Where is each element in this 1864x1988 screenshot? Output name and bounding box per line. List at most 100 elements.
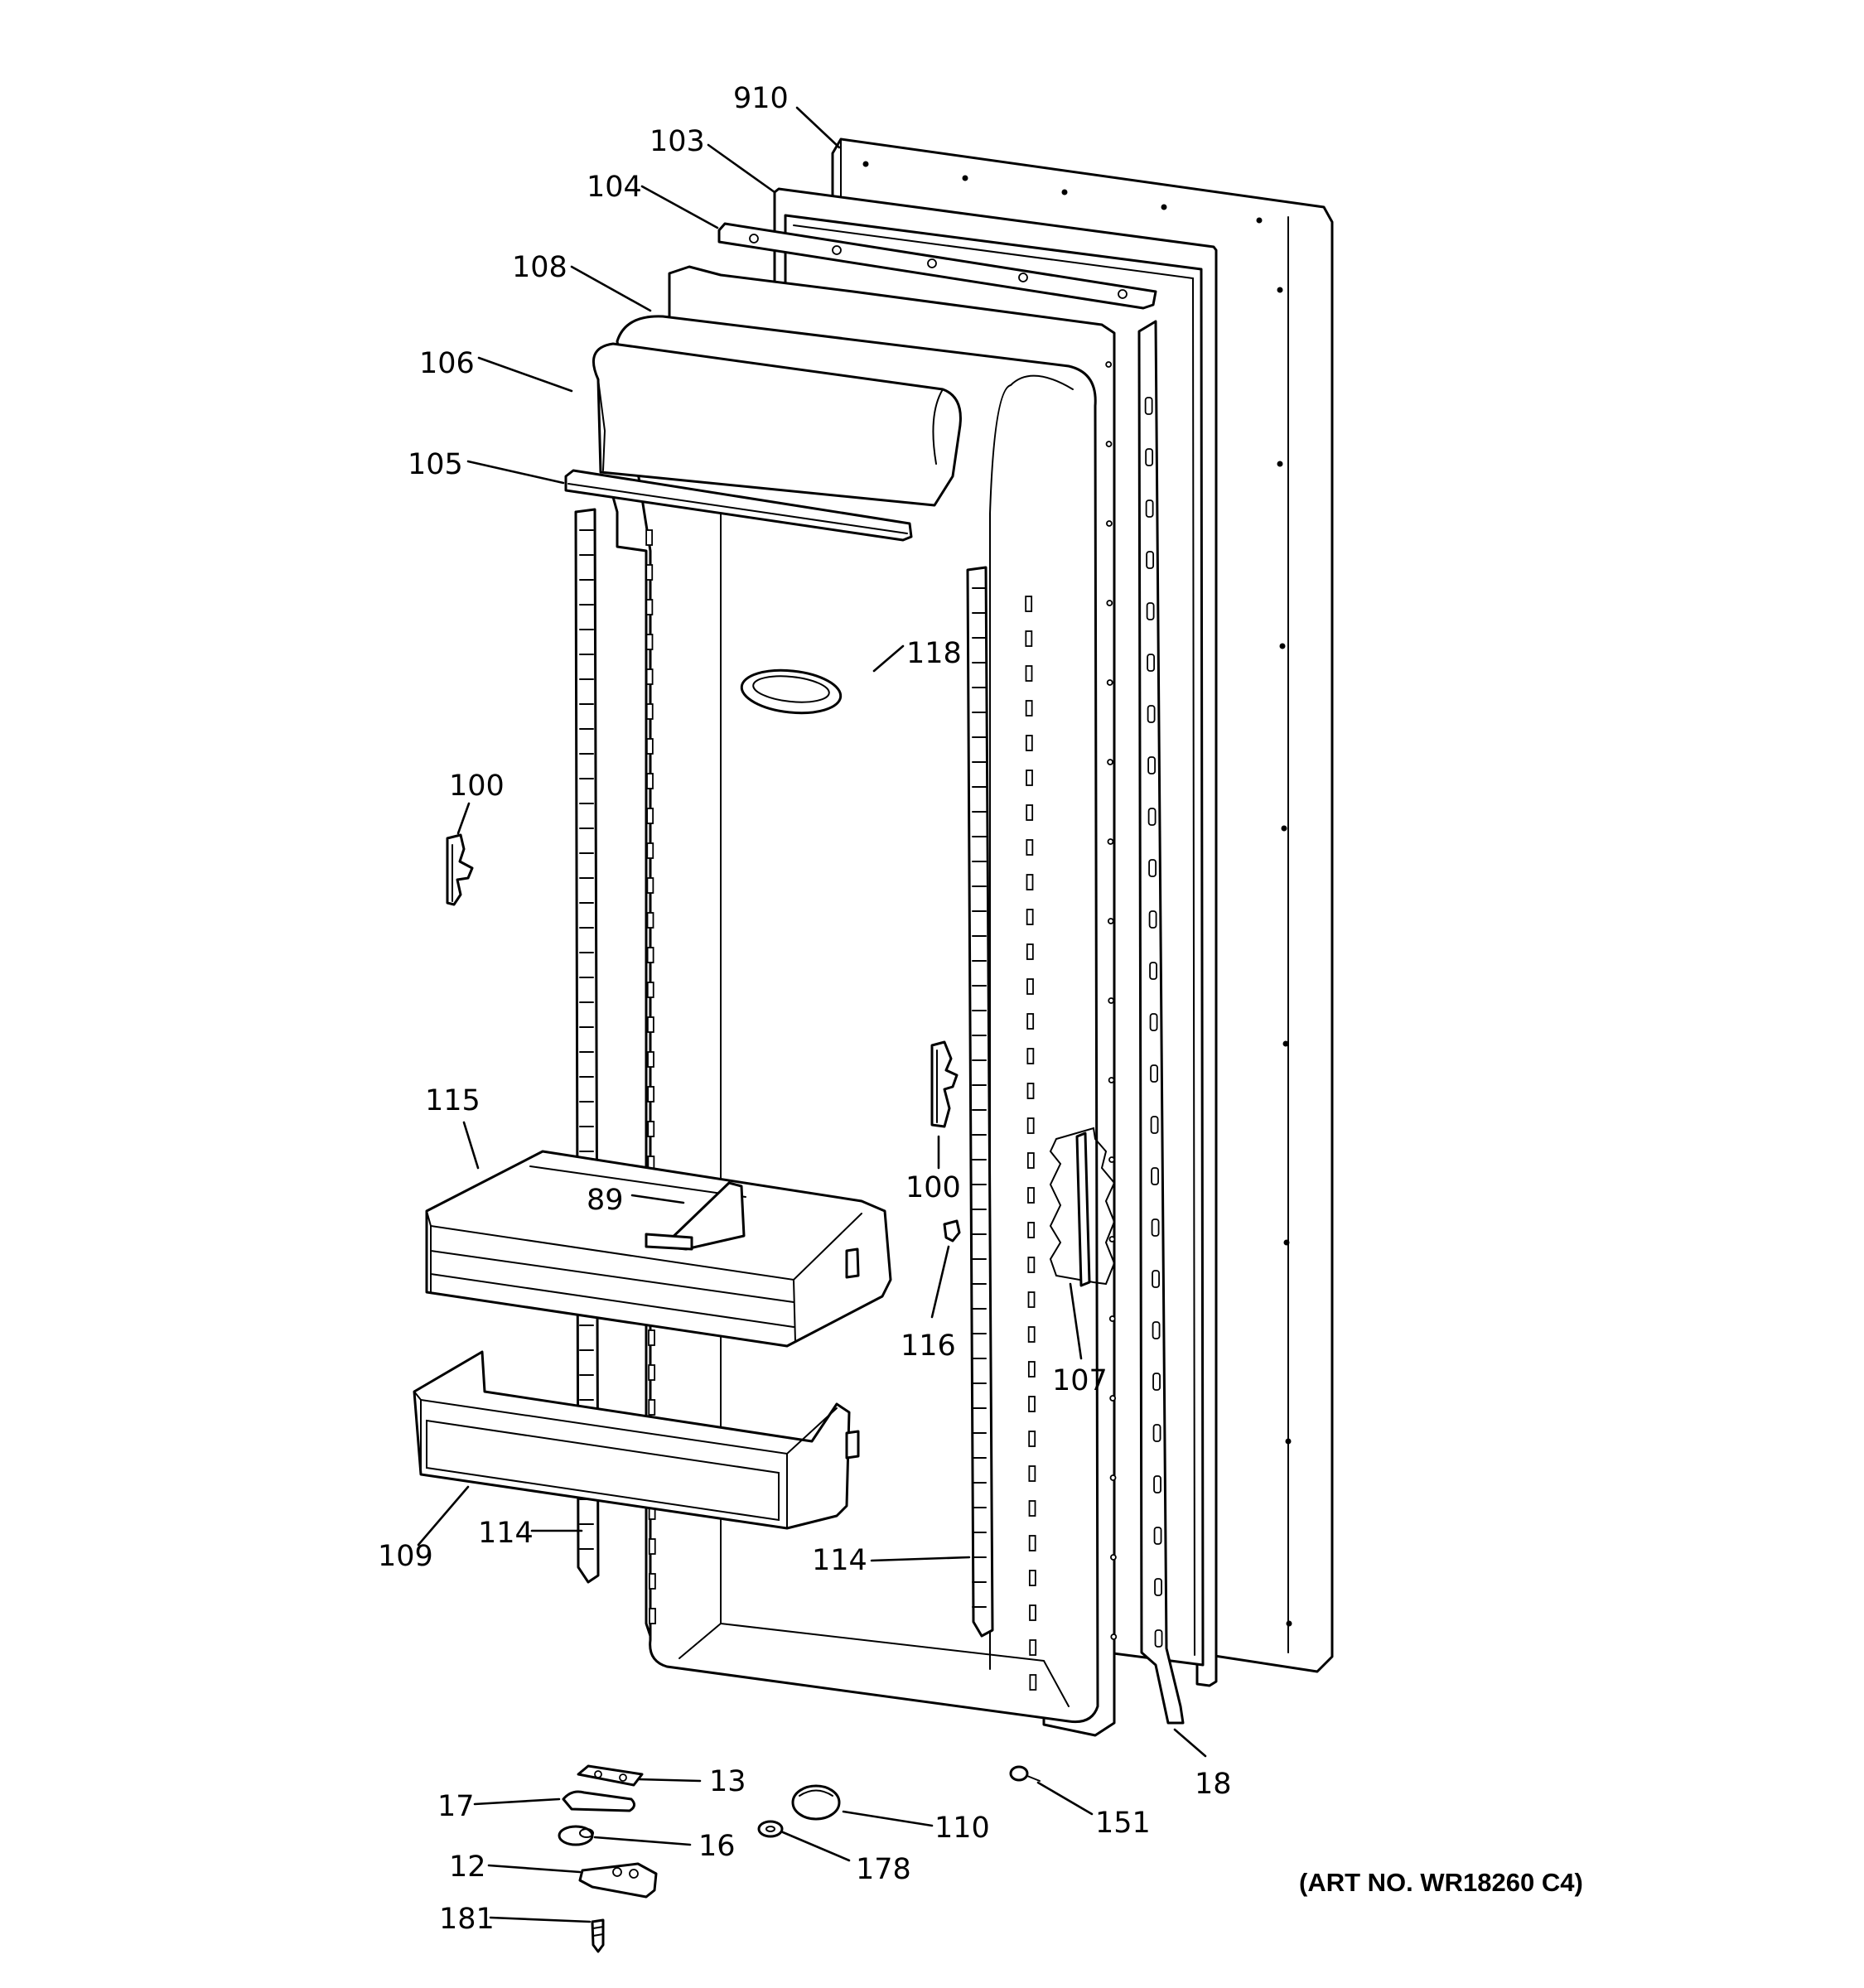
liner-slot: [1028, 1465, 1036, 1482]
shelf-clip-right: [930, 1040, 959, 1128]
label-110: 110: [934, 1812, 990, 1845]
liner-slot: [1025, 735, 1033, 751]
liner-slot: [1025, 700, 1033, 717]
strip-slot: [1152, 1424, 1161, 1442]
liner-slot: [1027, 1326, 1036, 1343]
strip-slot: [1152, 1270, 1160, 1288]
liner-slot: [1028, 1396, 1036, 1412]
outer-panel-screw-holes: [862, 161, 1292, 1627]
shelf-clip-left: [446, 833, 474, 906]
liner-slot: [647, 1086, 655, 1103]
hinge-shim-17: [562, 1790, 635, 1812]
small-clip: [943, 1219, 961, 1242]
label-106: 106: [419, 347, 475, 380]
label-178: 178: [856, 1853, 911, 1886]
label-114-left: 114: [478, 1517, 534, 1550]
label-104: 104: [587, 171, 642, 204]
strip-slot: [1153, 1475, 1161, 1493]
liner-slot: [1029, 1674, 1037, 1691]
screw-181: [591, 1918, 605, 1953]
liner-slot: [1026, 874, 1034, 890]
strip-slot: [1146, 551, 1155, 569]
liner-hole: [1107, 918, 1114, 924]
door-bin-upper: [425, 1150, 892, 1348]
strip-slot: [1149, 1013, 1158, 1031]
strip-slot: [1148, 910, 1157, 929]
liner-slot: [1027, 1291, 1036, 1308]
hinge-bushing-16: [558, 1825, 594, 1846]
liner-hole: [1105, 441, 1113, 447]
liner-hole: [1108, 1156, 1115, 1163]
liner-slot: [1026, 1152, 1035, 1169]
label-107: 107: [1052, 1364, 1108, 1397]
liner-slot: [1026, 770, 1033, 786]
strip-slot: [1144, 397, 1153, 415]
liner-slot: [645, 564, 654, 581]
label-18: 18: [1195, 1768, 1232, 1801]
liner-slot: [645, 599, 654, 615]
liner-slot: [1025, 665, 1033, 682]
washer-178: [757, 1820, 784, 1838]
liner-slot: [1027, 1257, 1036, 1273]
liner-slot: [1029, 1639, 1037, 1656]
label-105: 105: [408, 448, 463, 481]
label-116: 116: [901, 1329, 956, 1363]
liner-slot: [1026, 839, 1034, 856]
shelf-rail-right: [966, 566, 994, 1638]
liner-hole: [1105, 361, 1113, 368]
liner-slot: [1025, 596, 1033, 612]
liner-slot: [646, 912, 654, 929]
screw-151: [1009, 1765, 1041, 1782]
liner-slot: [1027, 1361, 1036, 1378]
hinge-bracket-12: [578, 1862, 658, 1899]
strip-slot: [1147, 808, 1157, 826]
liner-hole: [1109, 1474, 1117, 1481]
oval-button: [740, 668, 843, 715]
label-114-right: 114: [812, 1544, 867, 1577]
liner-slot: [1028, 1500, 1036, 1517]
liner-slot: [646, 947, 654, 963]
liner-slot: [1029, 1604, 1036, 1621]
leader-lines: [417, 106, 1207, 1923]
label-13: 13: [709, 1765, 746, 1798]
strip-slot: [1152, 1321, 1161, 1339]
hinge-cap-110: [791, 1784, 841, 1821]
liner-slot: [1026, 804, 1034, 821]
liner-slot: [1027, 1187, 1035, 1204]
liner-slot: [1028, 1570, 1036, 1586]
liner-slot: [1026, 1013, 1035, 1030]
liner-slot: [1027, 1222, 1036, 1238]
label-118: 118: [906, 637, 962, 670]
liner-slot: [646, 842, 654, 859]
liner-slot: [645, 634, 654, 650]
strip-slot: [1153, 1527, 1162, 1545]
dairy-compartment-door: [592, 342, 962, 507]
hinge-plate-13: [577, 1764, 644, 1787]
liner-slot: [646, 982, 654, 998]
top-retainer-strip: [717, 222, 1157, 310]
strip-slot: [1150, 1064, 1158, 1083]
strip-slot: [1151, 1218, 1160, 1237]
liner-slot: [1026, 1117, 1035, 1134]
liner-slot: [647, 1121, 655, 1137]
label-89: 89: [587, 1184, 624, 1217]
liner-hole: [1110, 1554, 1117, 1561]
liner-slot: [649, 1573, 656, 1590]
strip-slot: [1147, 654, 1156, 672]
liner-slot: [645, 668, 654, 685]
strip-slot: [1145, 499, 1154, 518]
label-12: 12: [449, 1850, 486, 1884]
liner-slot: [648, 1364, 656, 1381]
label-108: 108: [512, 251, 567, 284]
liner-hole: [1108, 1236, 1116, 1242]
label-100-right: 100: [905, 1171, 961, 1204]
label-109: 109: [378, 1540, 433, 1573]
liner-slot: [646, 1016, 654, 1033]
liner-slot: [1028, 1431, 1036, 1447]
liner-slot: [1028, 1535, 1036, 1551]
liner-slot: [647, 1051, 654, 1068]
liner-slot: [1025, 630, 1033, 647]
liner-slot: [1026, 978, 1034, 995]
strip-slot: [1149, 962, 1157, 980]
